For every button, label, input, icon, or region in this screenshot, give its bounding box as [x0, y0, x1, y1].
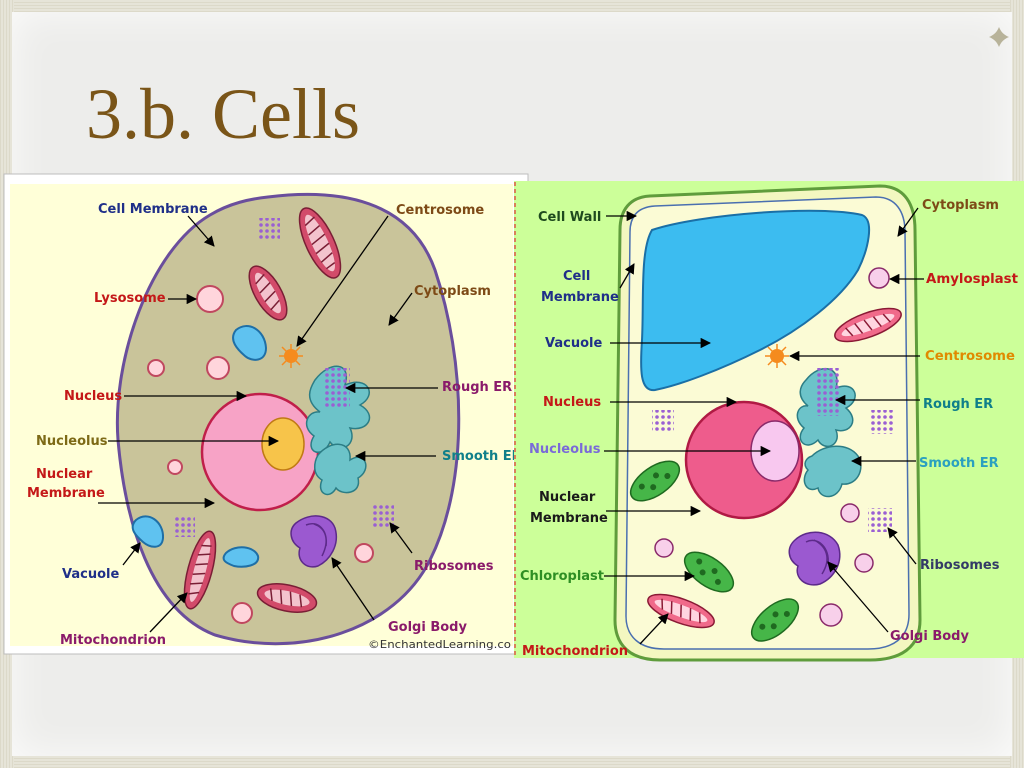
- smooth-er: [314, 443, 367, 496]
- plant-vacuole: [640, 209, 870, 392]
- vesicle: [231, 602, 253, 624]
- centrosome: [279, 344, 303, 368]
- label-ribosomes: Ribosomes: [920, 558, 1000, 573]
- vesicle: [840, 503, 860, 523]
- centrosome: [765, 344, 789, 368]
- label-lysosome: Lysosome: [94, 291, 166, 306]
- label-golgi-body: Golgi Body: [890, 629, 969, 644]
- vacuole: [232, 325, 268, 361]
- label-smooth-er: Smooth ER: [919, 456, 999, 471]
- label-nuclear-membrane-1: Nuclear: [539, 490, 596, 505]
- vesicle: [854, 553, 874, 573]
- label-centrosome: Centrosome: [396, 203, 484, 218]
- mitochondrion: [183, 530, 217, 610]
- vesicle: [206, 356, 230, 380]
- label-cell-membrane-1: Cell: [563, 269, 590, 284]
- vacuole: [131, 515, 165, 548]
- label-cell-membrane: Cell Membrane: [98, 202, 208, 217]
- nucleolus: [261, 417, 305, 471]
- vesicle: [819, 603, 843, 627]
- chloroplast: [750, 598, 800, 642]
- animal-cell-panel: Cell Membrane Centrosome Lysosome Cytopl…: [3, 173, 529, 655]
- vacuole: [222, 546, 260, 568]
- ribosome-cluster: [173, 515, 195, 537]
- label-nucleus: Nucleus: [543, 395, 601, 410]
- lysosome: [196, 285, 224, 313]
- label-vacuole: Vacuole: [545, 336, 602, 351]
- label-rough-er: Rough ER: [442, 380, 512, 395]
- mitochondrion: [834, 307, 902, 343]
- copyright-text: ©EnchantedLearning.co: [368, 638, 511, 651]
- label-nucleolus: Nucleolus: [529, 442, 601, 457]
- amylosplast: [868, 267, 890, 289]
- label-cytoplasm: Cytoplasm: [922, 198, 999, 213]
- label-golgi-body: Golgi Body: [388, 620, 467, 635]
- golgi-body: [290, 515, 337, 568]
- ribosome-cluster: [870, 410, 894, 434]
- animal-leader-lines: [98, 215, 438, 633]
- label-rough-er: Rough ER: [923, 397, 993, 412]
- label-centrosome: Centrosome: [925, 349, 1015, 364]
- label-chloroplast: Chloroplast: [520, 569, 604, 584]
- ribosome-cluster: [372, 505, 394, 527]
- label-vacuole: Vacuole: [62, 567, 119, 582]
- plant-leader-lines: [604, 207, 924, 645]
- chloroplast: [683, 551, 735, 593]
- label-smooth-er: Smooth ER: [442, 449, 522, 464]
- mitochondrion: [298, 207, 342, 279]
- mitochondrion: [647, 593, 715, 629]
- chloroplast: [629, 460, 681, 502]
- smooth-er: [803, 445, 862, 498]
- label-mitochondrion: Mitochondrion: [60, 633, 166, 648]
- mitochondrion: [248, 265, 288, 321]
- label-mitochondrion: Mitochondrion: [522, 644, 628, 659]
- label-cytoplasm: Cytoplasm: [414, 284, 491, 299]
- label-nuclear-membrane-1: Nuclear: [36, 467, 93, 482]
- label-nuclear-membrane-2: Membrane: [27, 486, 105, 501]
- label-cell-wall: Cell Wall: [538, 210, 601, 225]
- slide-border-top: [0, 0, 1024, 12]
- ribosome-cluster: [258, 218, 280, 240]
- vesicle: [354, 543, 374, 563]
- mitochondrion: [256, 583, 318, 613]
- slide-title: 3.b. Cells: [86, 74, 361, 154]
- rough-er-ribosomes: [815, 368, 840, 416]
- label-nucleolus: Nucleolus: [36, 434, 108, 449]
- ribosome-cluster: [652, 410, 674, 432]
- vesicle: [654, 538, 674, 558]
- vesicle: [167, 459, 183, 475]
- flourish-icon: [989, 27, 1009, 47]
- slide-border-bottom: [0, 756, 1024, 768]
- vesicle: [147, 359, 165, 377]
- label-cell-membrane-2: Membrane: [541, 290, 619, 305]
- label-nucleus: Nucleus: [64, 389, 122, 404]
- golgi-body: [788, 531, 841, 586]
- label-nuclear-membrane-2: Membrane: [530, 511, 608, 526]
- label-ribosomes: Ribosomes: [414, 559, 494, 574]
- plant-cell-panel: Cell Wall Cytoplasm Cell Membrane Amylos…: [514, 181, 1024, 662]
- label-amylosplast: Amylosplast: [926, 272, 1018, 287]
